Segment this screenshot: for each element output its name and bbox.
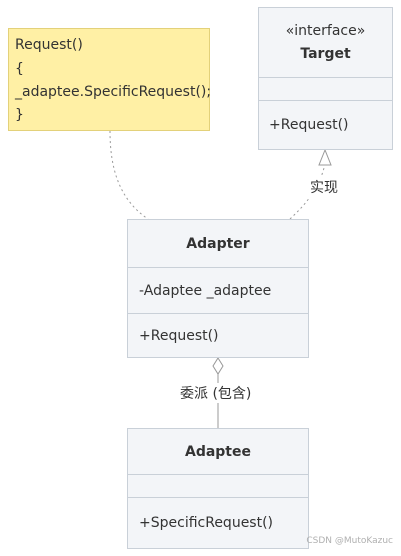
note-link-line [109,130,149,220]
target-name: Target [300,46,351,62]
target-class: «interface» Target +Request() [258,7,393,150]
adapter-methods-compartment: +Request() [128,313,308,358]
target-methods-compartment: +Request() [259,100,392,149]
adaptee-method: +SpecificRequest() [139,515,274,531]
target-attributes-compartment [259,77,392,100]
aggregation-diamond-icon [212,357,224,375]
adaptee-class: Adaptee +SpecificRequest() [127,428,309,549]
code-note: Request() { _adaptee.SpecificRequest(); … [8,28,212,131]
adaptee-attributes-compartment [128,474,308,497]
realization-arrowhead-icon [318,148,332,166]
note-line-1: Request() [15,37,83,53]
note-line-2: { [15,61,24,77]
adaptee-methods-compartment: +SpecificRequest() [128,497,308,548]
watermark: CSDN @MutoKazuc [306,536,393,546]
note-line-3: _adaptee.SpecificRequest(); [15,84,212,100]
adaptee-name: Adaptee [184,444,251,460]
delegation-label: 委派 (包含) [178,383,254,403]
adapter-attribute: -Adaptee _adaptee [139,283,272,299]
adapter-name: Adapter [186,236,250,252]
realization-label: 实现 [308,177,340,197]
adapter-method: +Request() [139,328,219,344]
target-stereotype: «interface» [285,23,366,39]
note-line-4: } [15,107,24,123]
adapter-class: Adapter -Adaptee _adaptee +Request() [127,219,309,358]
adapter-attributes-compartment: -Adaptee _adaptee [128,267,308,313]
target-method: +Request() [269,117,349,133]
